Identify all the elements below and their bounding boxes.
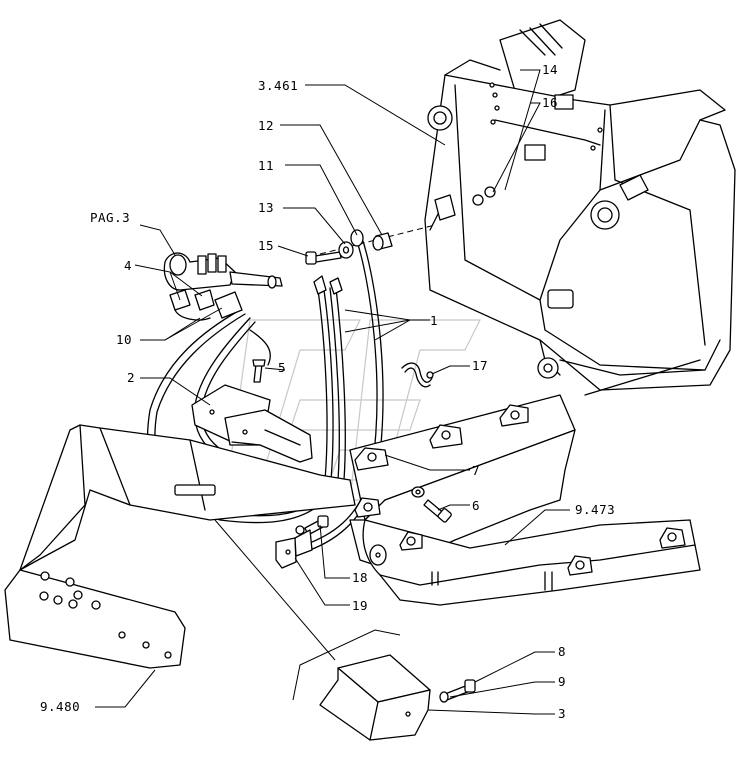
clip-17 <box>401 362 434 388</box>
callout-6: 6 <box>472 498 480 513</box>
bolt-8 <box>444 679 476 701</box>
callout-9480: 9.480 <box>40 699 80 714</box>
washer-9 <box>439 691 449 703</box>
callout-12: 12 <box>258 118 274 133</box>
chassis-frame <box>424 19 736 391</box>
bracket-19 <box>275 525 313 569</box>
callout-9: 9 <box>558 674 566 689</box>
bolt-6 <box>423 499 452 523</box>
callout-11: 11 <box>258 158 274 173</box>
callout-16: 16 <box>542 95 558 110</box>
switch-assembly <box>163 252 283 321</box>
washer-13 <box>338 241 354 259</box>
callout-14: 14 <box>542 62 558 77</box>
detail-pointer <box>214 519 336 661</box>
callout-19: 19 <box>352 598 368 613</box>
detail-bracket <box>292 629 401 701</box>
callout-labels: 3.461 14 16 12 11 13 15 PAG.3 4 10 1 2 5… <box>40 62 615 721</box>
callout-17: 17 <box>472 358 488 373</box>
callout-1: 1 <box>430 313 438 328</box>
bucket-9480 <box>4 424 356 669</box>
callout-7: 7 <box>472 463 480 478</box>
callout-9473: 9.473 <box>575 502 615 517</box>
callout-3461: 3.461 <box>258 78 298 93</box>
callout-pag3: PAG.3 <box>90 210 130 225</box>
callout-4: 4 <box>124 258 132 273</box>
loader-arm-9473 <box>349 359 701 606</box>
callout-18: 18 <box>352 570 368 585</box>
leader-lines <box>95 69 570 715</box>
bracket-2 <box>191 384 313 463</box>
guard-3 <box>319 654 431 741</box>
callout-3: 3 <box>558 706 566 721</box>
callout-13: 13 <box>258 200 274 215</box>
callout-2: 2 <box>127 370 135 385</box>
callout-5: 5 <box>278 360 286 375</box>
callout-8: 8 <box>558 644 566 659</box>
bolt-5 <box>252 359 266 383</box>
bolt-15 <box>305 251 342 265</box>
washer-7 <box>411 486 425 498</box>
callout-10: 10 <box>116 332 132 347</box>
spacer-12 <box>372 232 393 251</box>
callout-15: 15 <box>258 238 274 253</box>
